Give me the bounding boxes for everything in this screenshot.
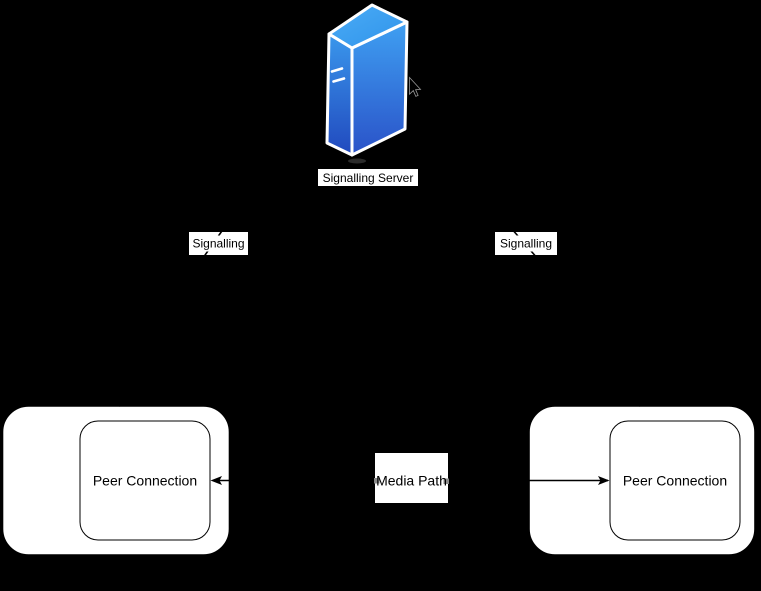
- media-path-line-stub-right: [443, 478, 449, 484]
- server-label[interactable]: Signalling Server: [318, 169, 418, 186]
- signalling-right-label[interactable]: Signalling: [495, 227, 557, 260]
- media-path-label[interactable]: Media Path: [374, 453, 449, 503]
- signalling-left-label[interactable]: Signalling: [189, 227, 248, 259]
- server-label-background: [318, 169, 418, 186]
- server-tower-icon[interactable]: [325, 3, 409, 164]
- signalling-right-arrowhead-icon: [632, 399, 647, 407]
- signalling-left-arrowhead-icon: [112, 399, 127, 407]
- media-path-label-background: [375, 453, 448, 503]
- signalling-left-label-text: Signalling: [192, 237, 244, 251]
- peer-connection-box-right[interactable]: [609, 420, 741, 541]
- peer-connection-left-label: Peer Connection: [93, 473, 197, 489]
- server-top-face: [327, 3, 409, 50]
- media-path-label-text: Media Path: [376, 473, 447, 489]
- server-label-text: Signalling Server: [323, 171, 414, 185]
- mouse-pointer-icon: [409, 76, 422, 97]
- server-slot-dash-2: [332, 77, 346, 83]
- media-path-line-stub-left: [374, 478, 380, 484]
- signalling-left-text-patch: [190, 235, 247, 252]
- media-path-arrowhead-left-icon: [210, 476, 222, 485]
- peer-connection-right-label: Peer Connection: [623, 473, 727, 489]
- signalling-right-label-text: Signalling: [500, 237, 552, 251]
- server-shadow: [348, 158, 366, 164]
- server-side-face: [325, 32, 354, 157]
- server-slot-dash-1: [330, 67, 344, 73]
- signalling-right-text-patch: [497, 235, 555, 252]
- peer-connection-box-left[interactable]: [79, 420, 211, 541]
- media-path-arrowhead-right-icon: [598, 476, 610, 485]
